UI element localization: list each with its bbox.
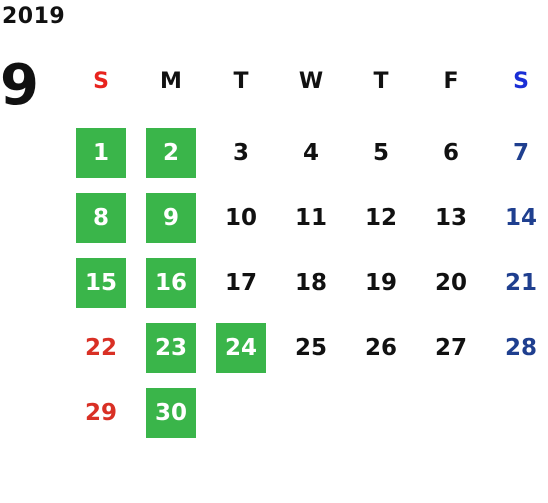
calendar-day-cell[interactable]: 5 — [346, 120, 416, 185]
calendar-day-cell[interactable]: 27 — [416, 315, 486, 380]
weekday-header-sunday: S — [93, 68, 109, 94]
weekday-header-tuesday: T — [233, 68, 249, 94]
day-number: 14 — [504, 204, 537, 231]
calendar-day-cell[interactable]: 18 — [276, 250, 346, 315]
calendar-day-cell[interactable]: 10 — [206, 185, 276, 250]
day-number: 29 — [84, 399, 117, 426]
calendar-day-cell[interactable]: 2 — [136, 120, 206, 185]
day-number: 20 — [434, 269, 467, 296]
calendar-day-cell[interactable]: 15 — [66, 250, 136, 315]
day-number: 10 — [224, 204, 257, 231]
day-number: 19 — [364, 269, 397, 296]
day-number: 9 — [146, 192, 196, 243]
calendar-day-cell[interactable]: 28 — [486, 315, 548, 380]
calendar-day-cell[interactable]: 11 — [276, 185, 346, 250]
weekday-header-thursday: T — [373, 68, 389, 94]
day-number: 12 — [364, 204, 397, 231]
calendar-day-cell[interactable]: 24 — [206, 315, 276, 380]
calendar-day-cell[interactable]: 13 — [416, 185, 486, 250]
day-number: 27 — [434, 334, 467, 361]
calendar-day-cell[interactable]: 1 — [66, 120, 136, 185]
calendar-day-cell[interactable]: 29 — [66, 380, 136, 445]
calendar-day-cell[interactable]: 12 — [346, 185, 416, 250]
day-number: 22 — [84, 334, 117, 361]
calendar-day-cell[interactable]: 20 — [416, 250, 486, 315]
day-number: 30 — [146, 387, 196, 438]
calendar-day-cell[interactable]: 9 — [136, 185, 206, 250]
weekday-header-friday: F — [443, 68, 459, 94]
calendar-day-cell[interactable]: 3 — [206, 120, 276, 185]
day-number: 13 — [434, 204, 467, 231]
calendar-day-cell[interactable]: 4 — [276, 120, 346, 185]
day-number: 21 — [504, 269, 537, 296]
calendar-day-cell[interactable]: 7 — [486, 120, 548, 185]
calendar-day-cell[interactable]: 8 — [66, 185, 136, 250]
day-number: 16 — [146, 257, 196, 308]
day-number: 7 — [512, 139, 529, 166]
weekday-header-saturday: S — [513, 68, 529, 94]
day-number: 18 — [294, 269, 327, 296]
calendar-day-cell[interactable]: 22 — [66, 315, 136, 380]
month-number: 9 — [0, 53, 39, 118]
day-number: 6 — [442, 139, 459, 166]
day-number: 15 — [76, 257, 126, 308]
day-number: 25 — [294, 334, 327, 361]
day-number: 17 — [224, 269, 257, 296]
calendar-day-cell[interactable]: 26 — [346, 315, 416, 380]
weekday-header-monday: M — [160, 68, 182, 94]
day-number: 2 — [146, 127, 196, 178]
day-number: 3 — [232, 139, 249, 166]
day-number: 1 — [76, 127, 126, 178]
calendar-day-cell[interactable]: 19 — [346, 250, 416, 315]
day-number: 5 — [372, 139, 389, 166]
calendar-day-cell[interactable]: 21 — [486, 250, 548, 315]
day-number: 26 — [364, 334, 397, 361]
calendar-day-cell[interactable]: 30 — [136, 380, 206, 445]
weekday-header-wednesday: W — [298, 68, 324, 94]
day-number: 8 — [76, 192, 126, 243]
calendar-day-cell[interactable]: 16 — [136, 250, 206, 315]
year-label: 2019 — [2, 4, 66, 29]
day-number: 11 — [294, 204, 327, 231]
calendar-day-cell[interactable]: 23 — [136, 315, 206, 380]
day-number: 23 — [146, 322, 196, 373]
day-number: 4 — [302, 139, 319, 166]
calendar-day-cell[interactable]: 14 — [486, 185, 548, 250]
calendar-day-cell[interactable]: 17 — [206, 250, 276, 315]
calendar-day-cell[interactable]: 25 — [276, 315, 346, 380]
day-number: 28 — [504, 334, 537, 361]
calendar-day-cell[interactable]: 6 — [416, 120, 486, 185]
day-number: 24 — [216, 322, 266, 373]
